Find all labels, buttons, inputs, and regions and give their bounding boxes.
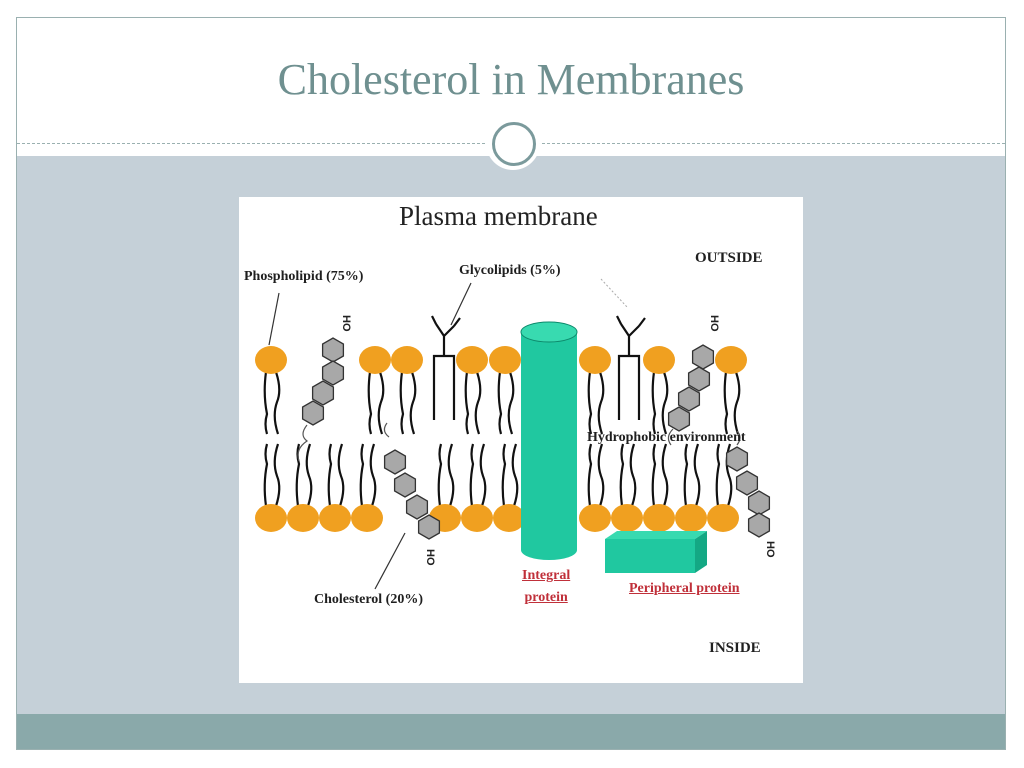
cholesterol-ring xyxy=(417,514,441,540)
phospholipid-head xyxy=(391,346,423,374)
hydrophobic-label: Hydrophobic environment xyxy=(587,430,746,445)
integral-label-line2: protein xyxy=(524,590,568,605)
cholesterol-ring xyxy=(393,472,417,498)
footer-bar xyxy=(17,714,1005,749)
glycolipid-leader-2 xyxy=(600,278,628,308)
phospholipid-head xyxy=(255,504,287,532)
cholesterol-ring xyxy=(725,446,749,472)
phospholipid-tail xyxy=(619,443,637,507)
slide-frame: Cholesterol in Membranes xyxy=(16,17,1006,750)
phospholipid-head xyxy=(255,346,287,374)
phospholipid-tail xyxy=(651,443,669,507)
hydroxyl-label: HO xyxy=(764,541,776,558)
phospholipid-head xyxy=(707,504,739,532)
cholesterol-ring xyxy=(311,380,335,406)
phospholipid-tail xyxy=(437,443,455,507)
integral-label-line1: Integral xyxy=(522,568,571,583)
phospholipid-head xyxy=(456,346,488,374)
phospholipid-head xyxy=(493,504,525,532)
phospholipid-tail xyxy=(327,443,345,507)
phospholipid-tail xyxy=(399,371,417,435)
phospholipid-tail xyxy=(367,371,385,435)
cholesterol-tail xyxy=(736,430,741,446)
hydroxyl-label: HO xyxy=(708,315,720,332)
cholesterol-ring xyxy=(321,360,345,386)
cholesterol-ring xyxy=(735,470,759,496)
peripheral-protein-front xyxy=(605,539,695,573)
glycolipid xyxy=(616,315,646,420)
cholesterol-ring xyxy=(321,337,345,363)
phospholipid-tail xyxy=(469,443,487,507)
phospholipid-tail xyxy=(683,443,701,507)
diagram-title: Plasma membrane xyxy=(399,201,598,231)
hydroxyl-label: HO xyxy=(340,315,352,332)
phospholipid-head xyxy=(359,346,391,374)
phospholipid-head xyxy=(319,504,351,532)
slide-title: Cholesterol in Membranes xyxy=(277,55,745,104)
phospholipid-tail xyxy=(723,371,741,435)
cholesterol-leader xyxy=(374,532,406,590)
phospholipid-tail xyxy=(359,443,377,507)
phospholipid-head xyxy=(643,346,675,374)
cholesterol-label: Cholesterol (20%) xyxy=(314,592,423,607)
peripheral-protein-label: Peripheral protein xyxy=(629,581,740,596)
cholesterol-ring xyxy=(687,366,711,392)
cholesterol-ring xyxy=(667,406,691,432)
phospholipid-head xyxy=(643,504,675,532)
phospholipid-head xyxy=(461,504,493,532)
phospholipid-head xyxy=(579,504,611,532)
membrane-drawing: HO HO HO HO xyxy=(255,278,776,590)
cholesterol-ring xyxy=(677,386,701,412)
glycolipid-leader xyxy=(450,282,472,326)
phospholipid-tail xyxy=(497,371,515,435)
cholesterol-tail xyxy=(667,428,674,446)
phospholipid-label: Phospholipid (75%) xyxy=(244,269,364,284)
phospholipid-head xyxy=(287,504,319,532)
phospholipid-tail xyxy=(587,443,605,507)
phospholipid-tail xyxy=(501,443,519,507)
cholesterol-ring xyxy=(405,494,429,520)
phospholipid-head xyxy=(715,346,747,374)
circle-ornament-icon xyxy=(486,116,540,170)
peripheral-protein-top xyxy=(605,531,707,539)
glycolipid xyxy=(431,315,461,420)
hydroxyl-label: HO xyxy=(424,549,436,566)
outside-label: OUTSIDE xyxy=(695,250,763,266)
phospholipid-tail xyxy=(263,371,281,435)
phospholipid-tail xyxy=(587,371,605,435)
phospholipid-head xyxy=(579,346,611,374)
integral-protein-bottom xyxy=(521,540,577,560)
peripheral-protein-side xyxy=(695,531,707,573)
phospholipid-tail xyxy=(263,443,281,507)
integral-protein-top xyxy=(520,321,578,343)
cholesterol-ring xyxy=(691,344,715,370)
phospholipid-tail xyxy=(651,371,669,435)
phospholipid-head xyxy=(611,504,643,532)
phospholipid-head xyxy=(351,504,383,532)
phospholipid-tail xyxy=(464,371,482,435)
cholesterol-ring xyxy=(747,490,771,516)
cholesterol-ring xyxy=(747,512,771,538)
cholesterol-ring xyxy=(383,449,407,475)
cholesterol-tail xyxy=(383,422,390,438)
phospholipid-head xyxy=(675,504,707,532)
cholesterol-tail xyxy=(297,424,309,462)
phospholipid-tail xyxy=(295,443,313,507)
cholesterol-ring xyxy=(301,400,325,426)
inside-label: INSIDE xyxy=(709,640,761,656)
phospholipid-leader xyxy=(268,292,280,346)
integral-protein-label: Integral protein xyxy=(522,565,570,609)
integral-protein-body xyxy=(521,332,577,550)
phospholipid-head xyxy=(489,346,521,374)
glycolipids-label: Glycolipids (5%) xyxy=(459,263,561,278)
